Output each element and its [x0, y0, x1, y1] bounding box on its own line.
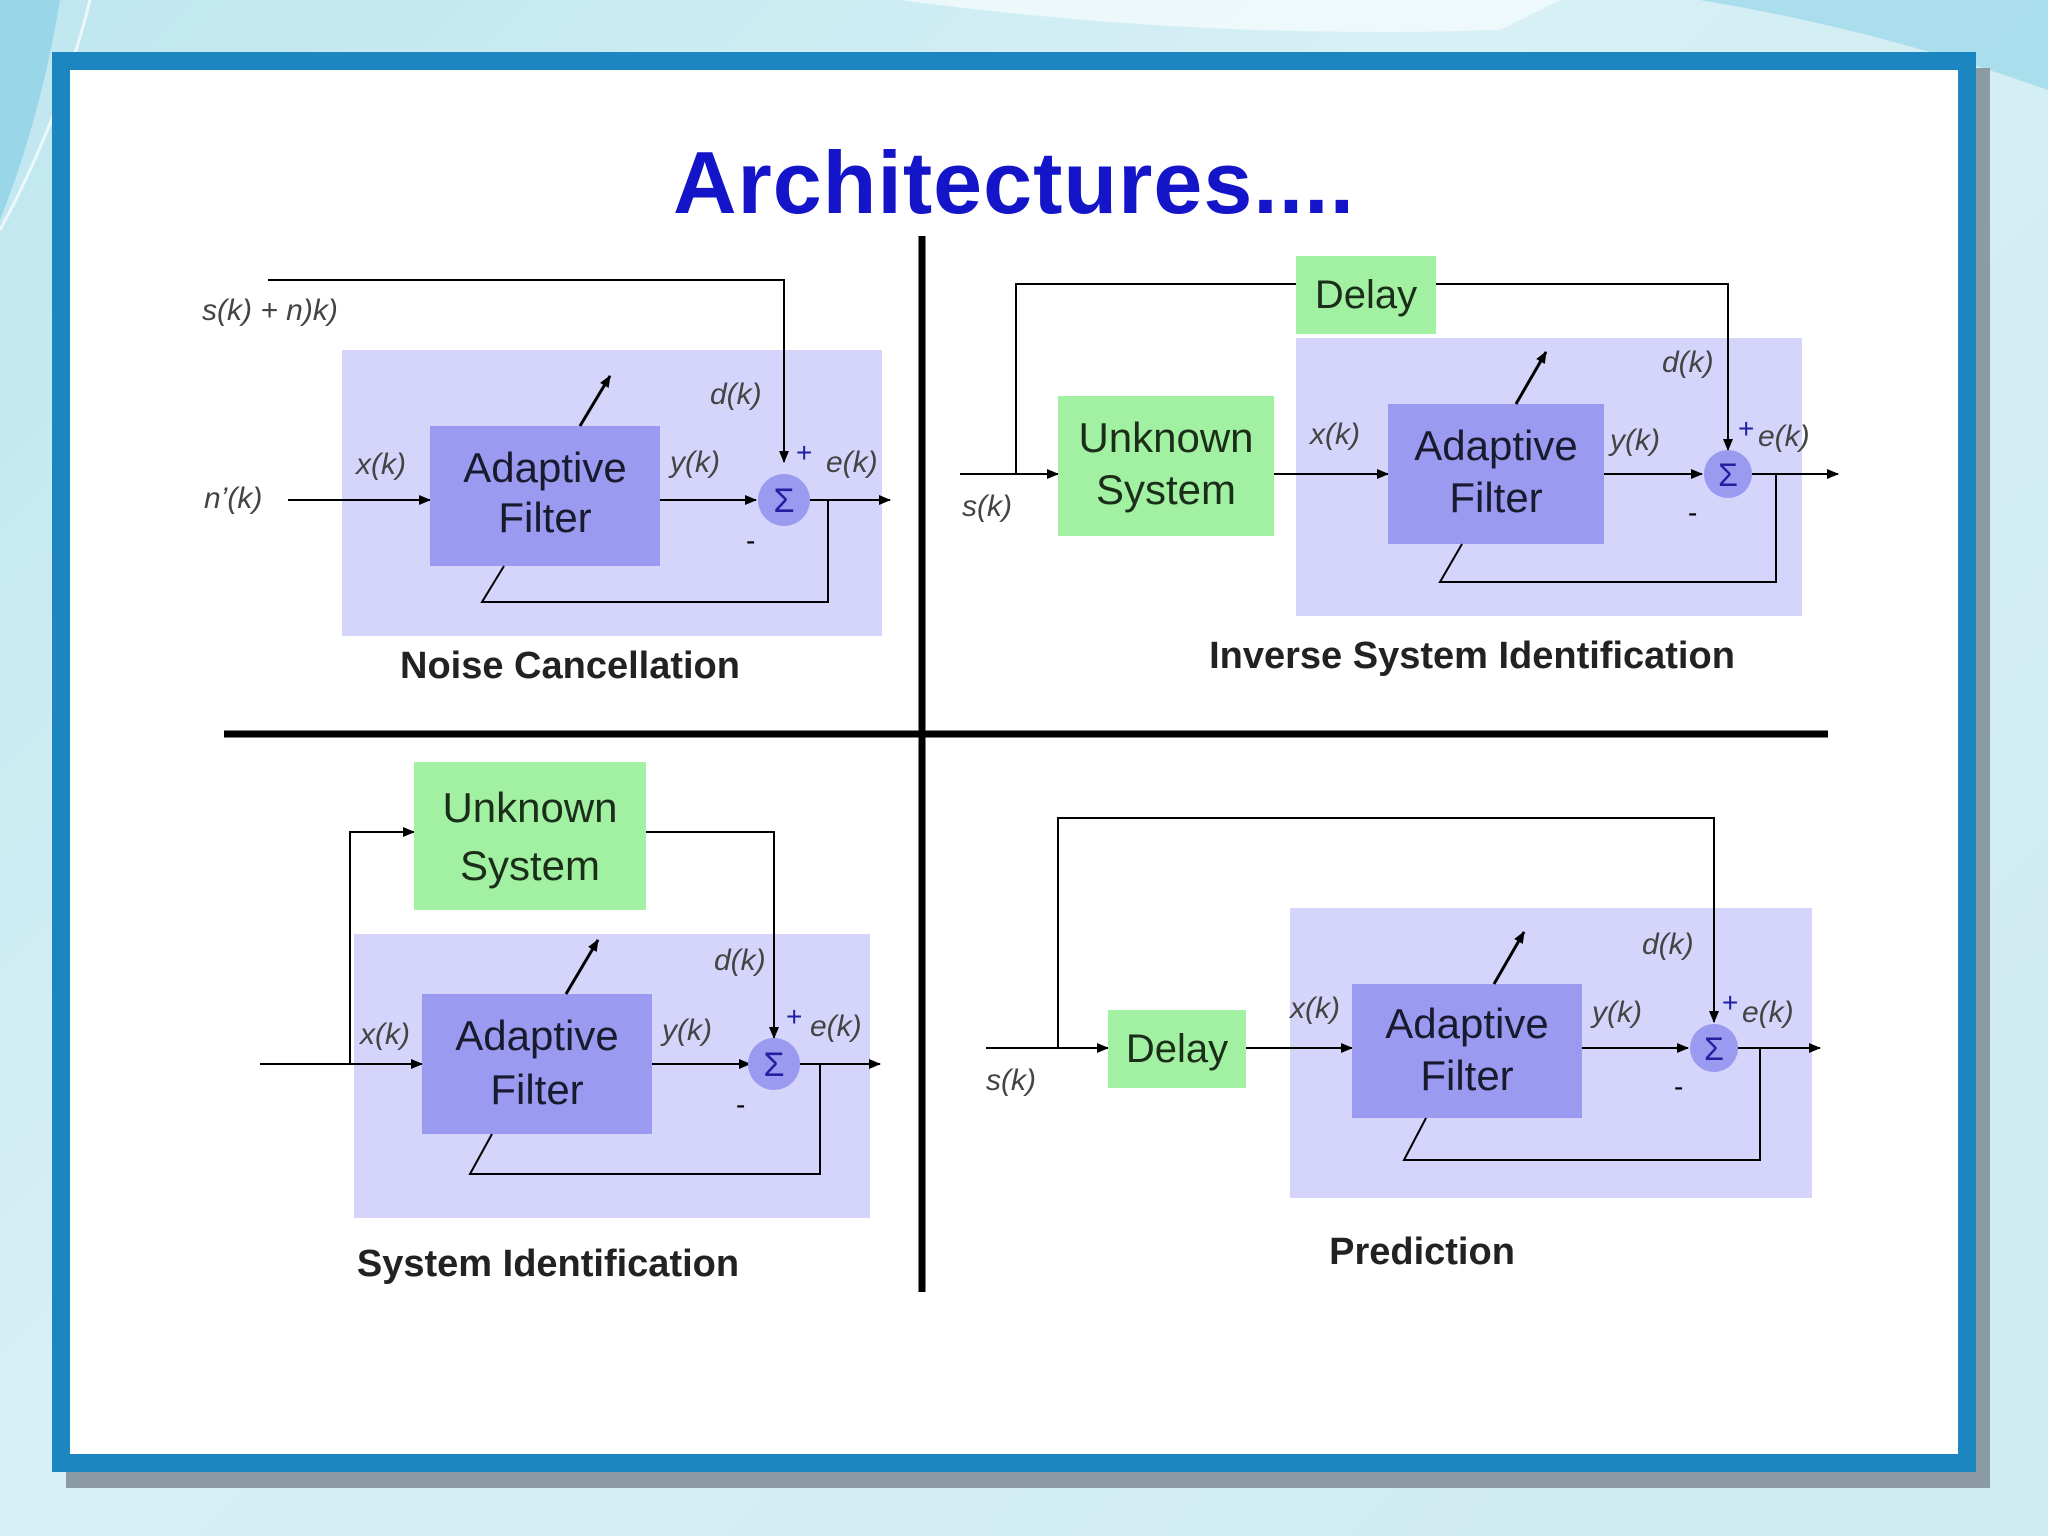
unknown-system-label: Unknown: [1078, 414, 1253, 461]
panel-label: System Identification: [357, 1243, 739, 1285]
signal-e: e(k): [1758, 420, 1810, 453]
desired-signal-line: [646, 831, 779, 1039]
sum-symbol: Σ: [1704, 1031, 1724, 1067]
adaptive-filter-block: [430, 426, 660, 566]
noise-cancellation-panel: s(k) + n)k) n’(k) x(k) Adaptive Filter y…: [202, 279, 891, 687]
sum-node: [1690, 1024, 1738, 1072]
plus-sign: +: [796, 437, 812, 468]
signal-e: e(k): [810, 1010, 862, 1043]
sum-node: [758, 474, 810, 526]
signal-x: x(k): [1308, 418, 1360, 451]
minus-sign: -: [746, 525, 755, 556]
signal-e: e(k): [1742, 996, 1794, 1029]
slide-content: Architectures.... s(k) + n)k) n’(k) x(k): [70, 70, 1958, 1454]
sum-node: [1704, 450, 1752, 498]
inverse-system-identification-panel: Delay s(k) Unknown System x(k) Adaptive …: [960, 256, 1839, 677]
panel-label: Inverse System Identification: [1209, 635, 1735, 677]
adaptive-filter-block: [1388, 404, 1604, 544]
adaptation-arrow: [1514, 351, 1548, 405]
sum-symbol: Σ: [1718, 457, 1738, 493]
delay-label: Delay: [1315, 273, 1417, 317]
adaptive-filter-label: Adaptive: [455, 1012, 618, 1059]
signal-n-prime: n’(k): [204, 482, 262, 515]
adaptive-filter-label: Adaptive: [1385, 1000, 1548, 1047]
minus-sign: -: [736, 1089, 745, 1120]
signal-x: x(k): [354, 448, 406, 481]
feedback-line: [468, 1064, 821, 1175]
delay-block: [1108, 1010, 1246, 1088]
panel-label: Prediction: [1329, 1231, 1515, 1273]
unknown-system-label: System: [1096, 466, 1236, 513]
feedback-line: [480, 500, 829, 603]
signal-x: x(k): [358, 1018, 410, 1051]
signal-d: d(k): [1642, 928, 1694, 961]
adaptive-filter-label: Adaptive: [463, 444, 626, 491]
delay-label: Delay: [1126, 1027, 1228, 1071]
signal-e: e(k): [826, 446, 878, 479]
prediction-panel: s(k) Delay x(k) Adaptive Filter y(k) d(k…: [986, 817, 1821, 1273]
system-identification-panel: Unknown System x(k) Adaptive Filter y(k)…: [260, 762, 881, 1285]
unknown-system-label: System: [460, 842, 600, 889]
unknown-system-block: [1058, 396, 1274, 536]
slide-frame: Architectures.... s(k) + n)k) n’(k) x(k): [52, 52, 1976, 1472]
signal-s: s(k): [962, 490, 1012, 523]
adaptive-filter-label: Filter: [498, 494, 591, 541]
desired-signal-line: [1436, 283, 1733, 451]
slide-title: Architectures....: [672, 133, 1356, 232]
architectures-diagram: s(k) + n)k) n’(k) x(k) Adaptive Filter y…: [202, 236, 1839, 1292]
signal-d: d(k): [714, 944, 766, 977]
signal-y: y(k): [668, 446, 720, 479]
signal-s: s(k): [986, 1064, 1036, 1097]
unknown-system-label: Unknown: [442, 784, 617, 831]
signal-d: d(k): [710, 378, 762, 411]
signal-s-plus-n: s(k) + n)k): [202, 294, 338, 327]
adaptive-filter-label: Filter: [1420, 1052, 1513, 1099]
plant-input-line: [349, 827, 415, 1064]
adaptive-filter-block: [422, 994, 652, 1134]
signal-x: x(k): [1288, 992, 1340, 1025]
minus-sign: -: [1674, 1071, 1683, 1102]
plus-sign: +: [786, 1001, 802, 1032]
feedback-line: [1438, 474, 1777, 583]
signal-y: y(k): [1590, 996, 1642, 1029]
sum-symbol: Σ: [763, 1046, 784, 1084]
signal-d: d(k): [1662, 346, 1714, 379]
delay-input-line: [1015, 283, 1296, 474]
adaptation-arrow: [564, 939, 600, 995]
desired-signal-line: [268, 279, 789, 463]
adaptive-filter-label: Filter: [490, 1066, 583, 1113]
plus-sign: +: [1722, 987, 1738, 1018]
adaptation-arrow: [1492, 931, 1526, 985]
signal-y: y(k): [660, 1014, 712, 1047]
adaptive-filter-label: Filter: [1449, 474, 1542, 521]
sum-symbol: Σ: [773, 482, 794, 520]
feedback-line: [1402, 1048, 1761, 1161]
unknown-system-block: [414, 762, 646, 910]
adaptive-filter-label: Adaptive: [1414, 422, 1577, 469]
panel-label: Noise Cancellation: [400, 645, 740, 687]
sum-node: [748, 1038, 800, 1090]
signal-y: y(k): [1608, 424, 1660, 457]
adaptive-filter-block: [1352, 984, 1582, 1118]
minus-sign: -: [1688, 497, 1697, 528]
plus-sign: +: [1738, 413, 1754, 444]
desired-signal-line: [1057, 817, 1719, 1048]
adaptation-arrow: [578, 375, 612, 427]
delay-block: [1296, 256, 1436, 334]
